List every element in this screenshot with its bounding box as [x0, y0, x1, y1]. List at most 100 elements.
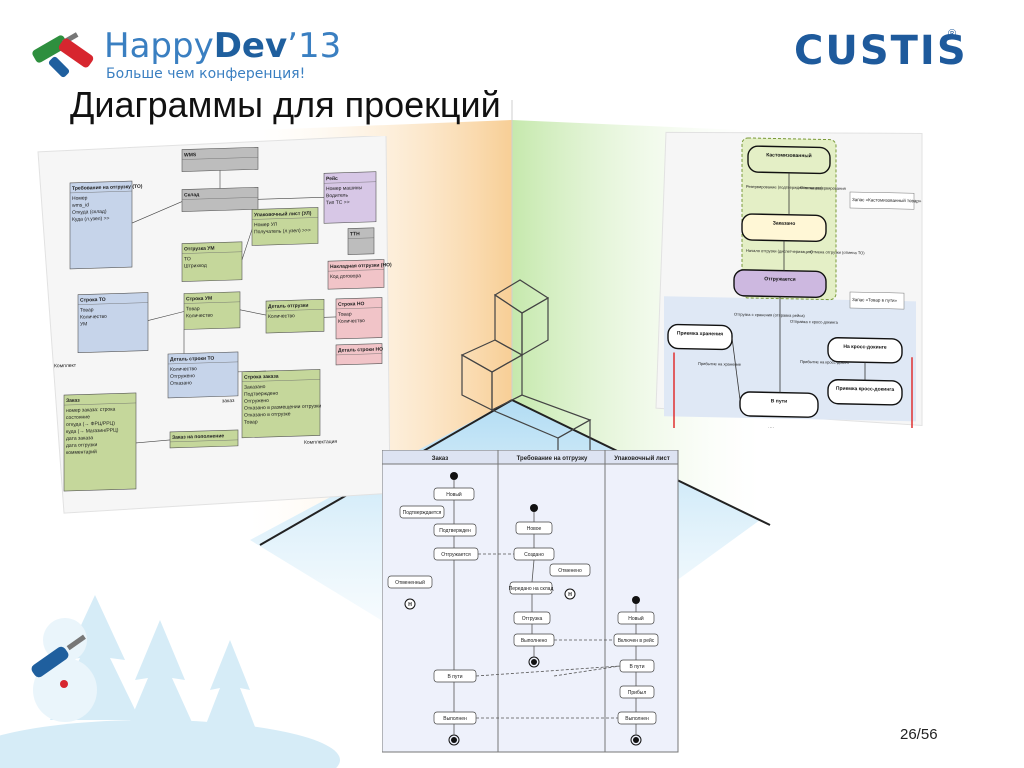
class-box-attribute: комментарий — [66, 448, 97, 456]
class-box-title: WMS — [184, 152, 197, 158]
logo-tagline: Больше чем конференция! — [106, 66, 306, 82]
class-box-title: Отгрузка УМ — [184, 246, 215, 253]
class-box: Склад — [181, 186, 259, 212]
activity-state: В пути — [619, 659, 655, 673]
activity-state: Создано — [513, 547, 555, 561]
dependency-arrow — [553, 665, 621, 677]
note-text: Запас «Кастомизованный товар» — [852, 196, 922, 203]
association-line — [238, 370, 266, 373]
class-box-attribute: ТО — [184, 256, 191, 262]
state-node: Отгружается — [733, 269, 827, 299]
final-node-core — [451, 737, 457, 743]
transition-label: Резервирование (подтверждение заказа) — [746, 184, 823, 191]
state-label: Новый — [446, 491, 462, 498]
class-box: Требование на отгрузку (ТО)Номерwms_idОт… — [69, 180, 143, 270]
activity-state: Включен в рейс — [613, 633, 659, 647]
class-box-title: Накладная отгрузки (НО) — [330, 262, 392, 270]
class-box-attribute: Товар — [186, 306, 200, 312]
logo-year: ’13 — [287, 26, 342, 66]
activity-state: В пути — [433, 669, 477, 683]
state-label: Передано на склад — [509, 586, 554, 592]
custis-logo: CUSTIS — [794, 28, 968, 74]
activity-state: Новый — [433, 487, 475, 501]
class-box-attribute: Штрихкод — [184, 263, 207, 270]
state-label: Выполнен — [625, 716, 649, 722]
state-name: Отгружается — [764, 276, 796, 283]
final-node-core — [531, 659, 537, 665]
activity-state: Новый — [617, 611, 655, 625]
diagram-label: Комплект — [54, 363, 77, 370]
class-box-attribute: состояние — [66, 414, 90, 421]
initial-node — [450, 472, 458, 480]
state-label: Подтверждается — [403, 510, 442, 516]
state-label: Отгружается — [441, 552, 471, 558]
transition-label: Отгрузка с хранения (отправка рейса) — [734, 312, 805, 318]
staircase-wireframe — [460, 279, 592, 480]
class-box-attribute: Отгружено — [244, 398, 269, 405]
class-box-attribute: Водитель — [326, 193, 348, 200]
initial-node — [632, 596, 640, 604]
state-label: Выполнено — [521, 638, 548, 644]
state-label: В пути — [629, 664, 644, 670]
class-box-attribute: Куда (л.узел) >> — [72, 216, 110, 223]
flow-arrow — [531, 559, 535, 583]
class-box-title: Строка УМ — [186, 296, 212, 303]
state-label: Отгрузка — [522, 616, 543, 622]
state-node: Кастомизованный — [747, 145, 831, 175]
class-box-attribute: wms_id — [72, 202, 89, 209]
activity-state: Отменено — [549, 563, 591, 577]
state-label: Новый — [628, 615, 644, 622]
class-box-attribute: Отказано в размещении отгрузки — [244, 403, 321, 411]
activity-state: Прибыл — [619, 685, 655, 699]
class-box: ТТН — [347, 227, 375, 255]
registered-mark: ® — [948, 28, 957, 40]
class-box: Деталь строки НО — [335, 343, 383, 366]
logo-name-bold: Dev — [213, 26, 288, 66]
state-name: Приемка кросс-докинга — [836, 386, 894, 393]
state-node: В пути — [739, 391, 819, 418]
state-name: Заказано — [773, 220, 796, 226]
class-box-attribute: откуда (→ ФРЦ/РРЦ) — [66, 421, 115, 428]
class-box-attribute: Отказано — [170, 380, 192, 387]
class-box-attribute: дата отгрузки — [66, 442, 97, 449]
logo-name: Happy — [104, 26, 214, 66]
class-box-attribute: Товар — [80, 307, 94, 313]
class-box-attribute: Отгружено — [170, 373, 195, 380]
class-box: Накладная отгрузки (НО) Код договора — [327, 259, 392, 290]
state-label: Прибыл — [628, 690, 647, 696]
class-box: Деталь строки ТОКоличествоОтгруженоОтказ… — [167, 351, 239, 399]
state-label: Создано — [524, 552, 544, 558]
diagram-label: Комплектация — [304, 439, 337, 446]
association-line — [147, 311, 185, 321]
class-box-attribute: Код договора — [330, 273, 361, 280]
state-label: Подтвержден — [439, 528, 471, 534]
snow-scenery — [0, 595, 340, 768]
note: Запас «Кастомизованный товар» — [849, 191, 922, 210]
class-box-title: Заказ на пополнение — [172, 433, 224, 441]
class-box: Заказ на пополнение — [169, 429, 239, 449]
state-node: На кросс-докинге — [827, 337, 903, 364]
class-box-title: Рейс — [326, 175, 338, 182]
class-box-attribute: Номер машины — [326, 185, 363, 192]
activity-state: Отгрузка — [513, 611, 551, 625]
state-label: Выполнен — [443, 716, 467, 722]
snowman-screwdriver-icon — [31, 634, 86, 688]
association-line — [258, 196, 324, 200]
activity-state: Выполнен — [617, 711, 657, 725]
state-name: Кастомизованный — [766, 151, 811, 159]
page-title: Диаграммы для проекций — [70, 84, 501, 125]
class-box-title: Требование на отгрузку (ТО) — [72, 183, 143, 192]
class-box-attribute: Откуда (склад) — [72, 209, 107, 216]
class-box: Строка заказаЗаказаноПодтвержденоОтгруже… — [241, 369, 321, 439]
transition-label: Отправка с кросс-докинга — [790, 319, 839, 325]
note: Запас «Товар в пути» — [849, 291, 905, 310]
transition-label: УМ приняты ТДЦ — [768, 426, 800, 428]
state-label: В пути — [447, 674, 462, 680]
class-box-attribute: Товар — [338, 311, 352, 317]
